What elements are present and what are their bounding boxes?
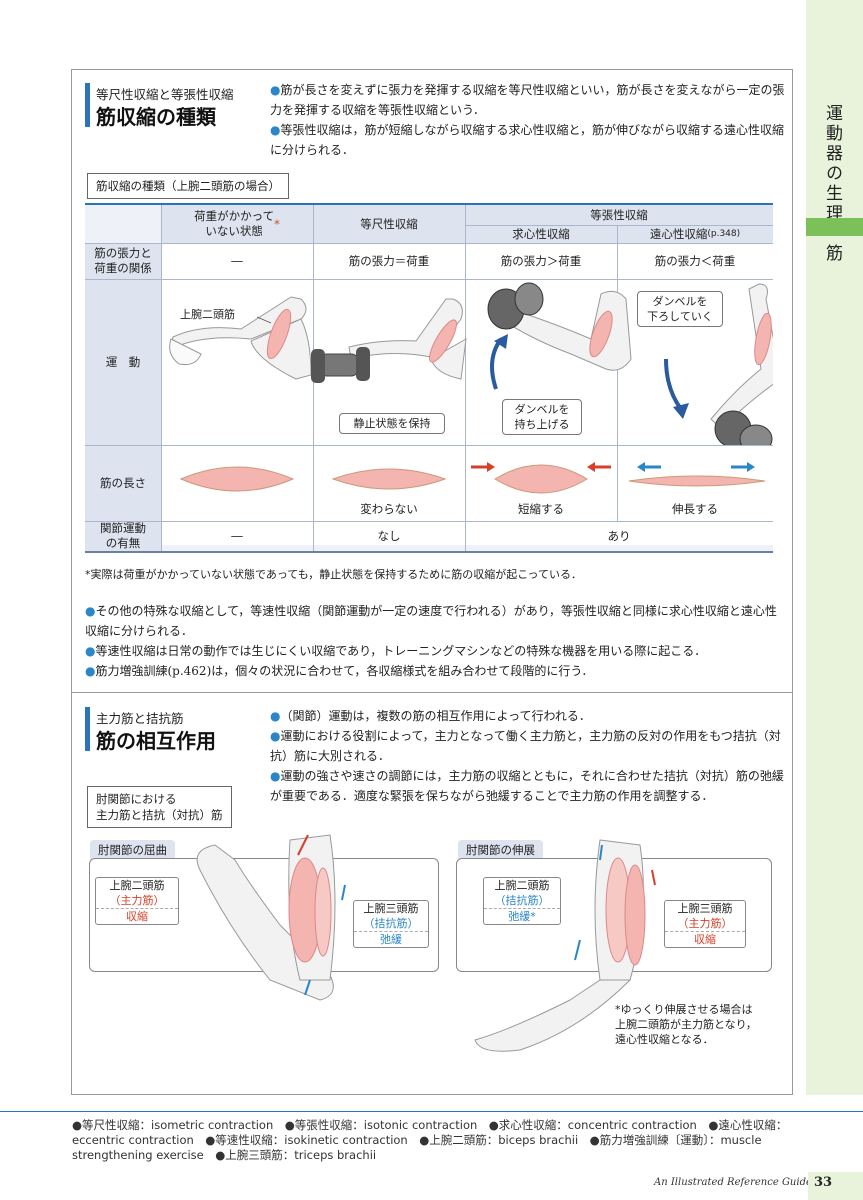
bullet-item: ●筋力増強訓練(p.462)は，個々の状況に合わせて，各収縮様式を組み合わせて段… <box>85 664 594 678</box>
tension-cell: 筋の張力＝荷重 <box>348 253 430 268</box>
bullet-item: ●その他の特殊な収縮として，等速性収縮（関節運動が一定の速度で行われる）があり，… <box>85 604 777 638</box>
table-label: 筋収縮の種類（上腕二頭筋の場合） <box>87 173 289 199</box>
footer-book-title: An Illustrated Reference Guide <box>654 1177 812 1188</box>
col-isotonic: 等張性収縮 <box>465 205 773 225</box>
length-lengthen: 伸長する <box>672 501 718 516</box>
joint-cell: あり <box>607 528 631 543</box>
contraction-table: 荷重がかかって いない状態* 等尺性収縮 等張性収縮 求心性収縮 遠心性収縮(p… <box>85 203 773 553</box>
col-eccentric: 遠心性収縮(p.348) <box>617 225 773 243</box>
flexion-biceps-box: 上腕二頭筋 （主力筋） 収縮 <box>95 877 179 925</box>
joint-cell: なし <box>377 528 401 543</box>
section2-subtitle: 主力筋と拮抗筋 <box>96 711 184 726</box>
bullet-item: ●運動の強さや速さの調節には，主力筋の収縮とともに，それに合わせた拮抗（対抗）筋… <box>270 769 784 803</box>
section-bar <box>85 707 90 751</box>
callout-lower: ダンベルを 下ろしていく <box>637 291 723 327</box>
unloaded-arm-illustration <box>169 296 312 380</box>
col-concentric: 求心性収縮 <box>465 225 617 243</box>
biceps-label: 上腕二頭筋 <box>180 308 235 321</box>
bullet-item: ●等張性収縮は，筋が短縮しながら収縮する求心性収縮と，筋が伸びながら収縮する遠心… <box>270 123 785 157</box>
bullet-item: ●運動における役割によって，主力となって働く主力筋と，主力筋の反対の作用をもつ拮… <box>270 729 781 763</box>
side-section-label: 運動器の生理 <box>822 104 842 224</box>
section1-extra-bullets: ●その他の特殊な収縮として，等速性収縮（関節運動が一定の速度で行われる）があり，… <box>85 601 785 681</box>
col-unloaded: 荷重がかかって いない状態* <box>161 205 313 243</box>
section1-subtitle: 等尺性収縮と等張性収縮 <box>96 87 234 102</box>
extension-arm-illustration <box>474 839 656 1052</box>
extension-note: *ゆっくり伸展させる場合は 上腕二頭筋が主力筋となり， 遠心性収縮となる． <box>615 1003 757 1046</box>
tension-cell: 筋の張力＜荷重 <box>654 253 736 268</box>
length-shorten: 短縮する <box>518 501 564 516</box>
flexion-triceps-box: 上腕三頭筋 （拮抗筋） 弛緩 <box>353 900 429 948</box>
row-joint: 関節運動 の有無 <box>85 521 161 551</box>
footer-glossary: ●等尺性収縮：isometric contraction ●等張性収縮：isot… <box>72 1118 788 1162</box>
figure-label: 肘関節における 主力筋と拮抗（対抗）筋 <box>87 786 232 828</box>
side-subsection-label: 筋 <box>822 244 842 264</box>
tension-cell: 筋の張力＞荷重 <box>500 253 582 268</box>
eccentric-arm-illustration <box>664 283 773 445</box>
joint-cell: ― <box>231 528 243 543</box>
section-divider <box>71 692 793 693</box>
extension-tab: 肘関節の伸展 <box>458 840 543 860</box>
bullet-item: ●等速性収縮は日常の動作では生じにくい収縮であり，トレーニングマシンなどの特殊な… <box>85 644 707 658</box>
isometric-arm-illustration <box>311 298 467 383</box>
page-number: 33 <box>814 1175 833 1190</box>
col-isometric: 等尺性収縮 <box>313 205 465 243</box>
section2-title: 筋の相互作用 <box>96 729 216 753</box>
section1-title: 筋収縮の種類 <box>96 105 216 129</box>
tension-cell: ― <box>231 253 243 268</box>
extension-triceps-box: 上腕三頭筋 （主力筋） 収縮 <box>664 900 746 948</box>
side-tab <box>806 0 863 1095</box>
flexion-tab: 肘関節の屈曲 <box>90 840 175 860</box>
row-length: 筋の長さ <box>85 445 161 521</box>
content-frame <box>71 69 793 1095</box>
section2-bullets: ●（関節）運動は，複数の筋の相互作用によって行われる． ●運動における役割によっ… <box>270 706 785 806</box>
row-motion: 運 動 <box>85 279 161 445</box>
section1-bullets: ●筋が長さを変えずに張力を発揮する収縮を等尺性収縮といい，筋が長さを変えながら一… <box>270 80 785 160</box>
muscle-length-shapes <box>179 462 766 494</box>
footer-divider <box>0 1111 863 1112</box>
callout-static: 静止状態を保持 <box>339 413 445 434</box>
table-footnote: *実際は荷重がかかっていない状態であっても，静止状態を保持するために筋の収縮が起… <box>85 568 582 581</box>
section-bar <box>85 83 90 127</box>
bullet-item: ●筋が長さを変えずに張力を発揮する収縮を等尺性収縮といい，筋が長さを変えながら一… <box>270 83 785 117</box>
row-tension: 筋の張力と 荷重の関係 <box>85 243 161 279</box>
side-tab-marker <box>806 218 863 236</box>
bullet-item: ●（関節）運動は，複数の筋の相互作用によって行われる． <box>270 709 591 723</box>
length-unchanged: 変わらない <box>360 501 418 516</box>
concentric-arm-illustration <box>487 282 632 390</box>
flexion-arm-illustration <box>196 834 346 1001</box>
extension-biceps-box: 上腕二頭筋 （拮抗筋） 弛緩* <box>483 877 561 925</box>
callout-lift: ダンベルを 持ち上げる <box>502 399 582 435</box>
motion-illustrations <box>169 282 773 445</box>
